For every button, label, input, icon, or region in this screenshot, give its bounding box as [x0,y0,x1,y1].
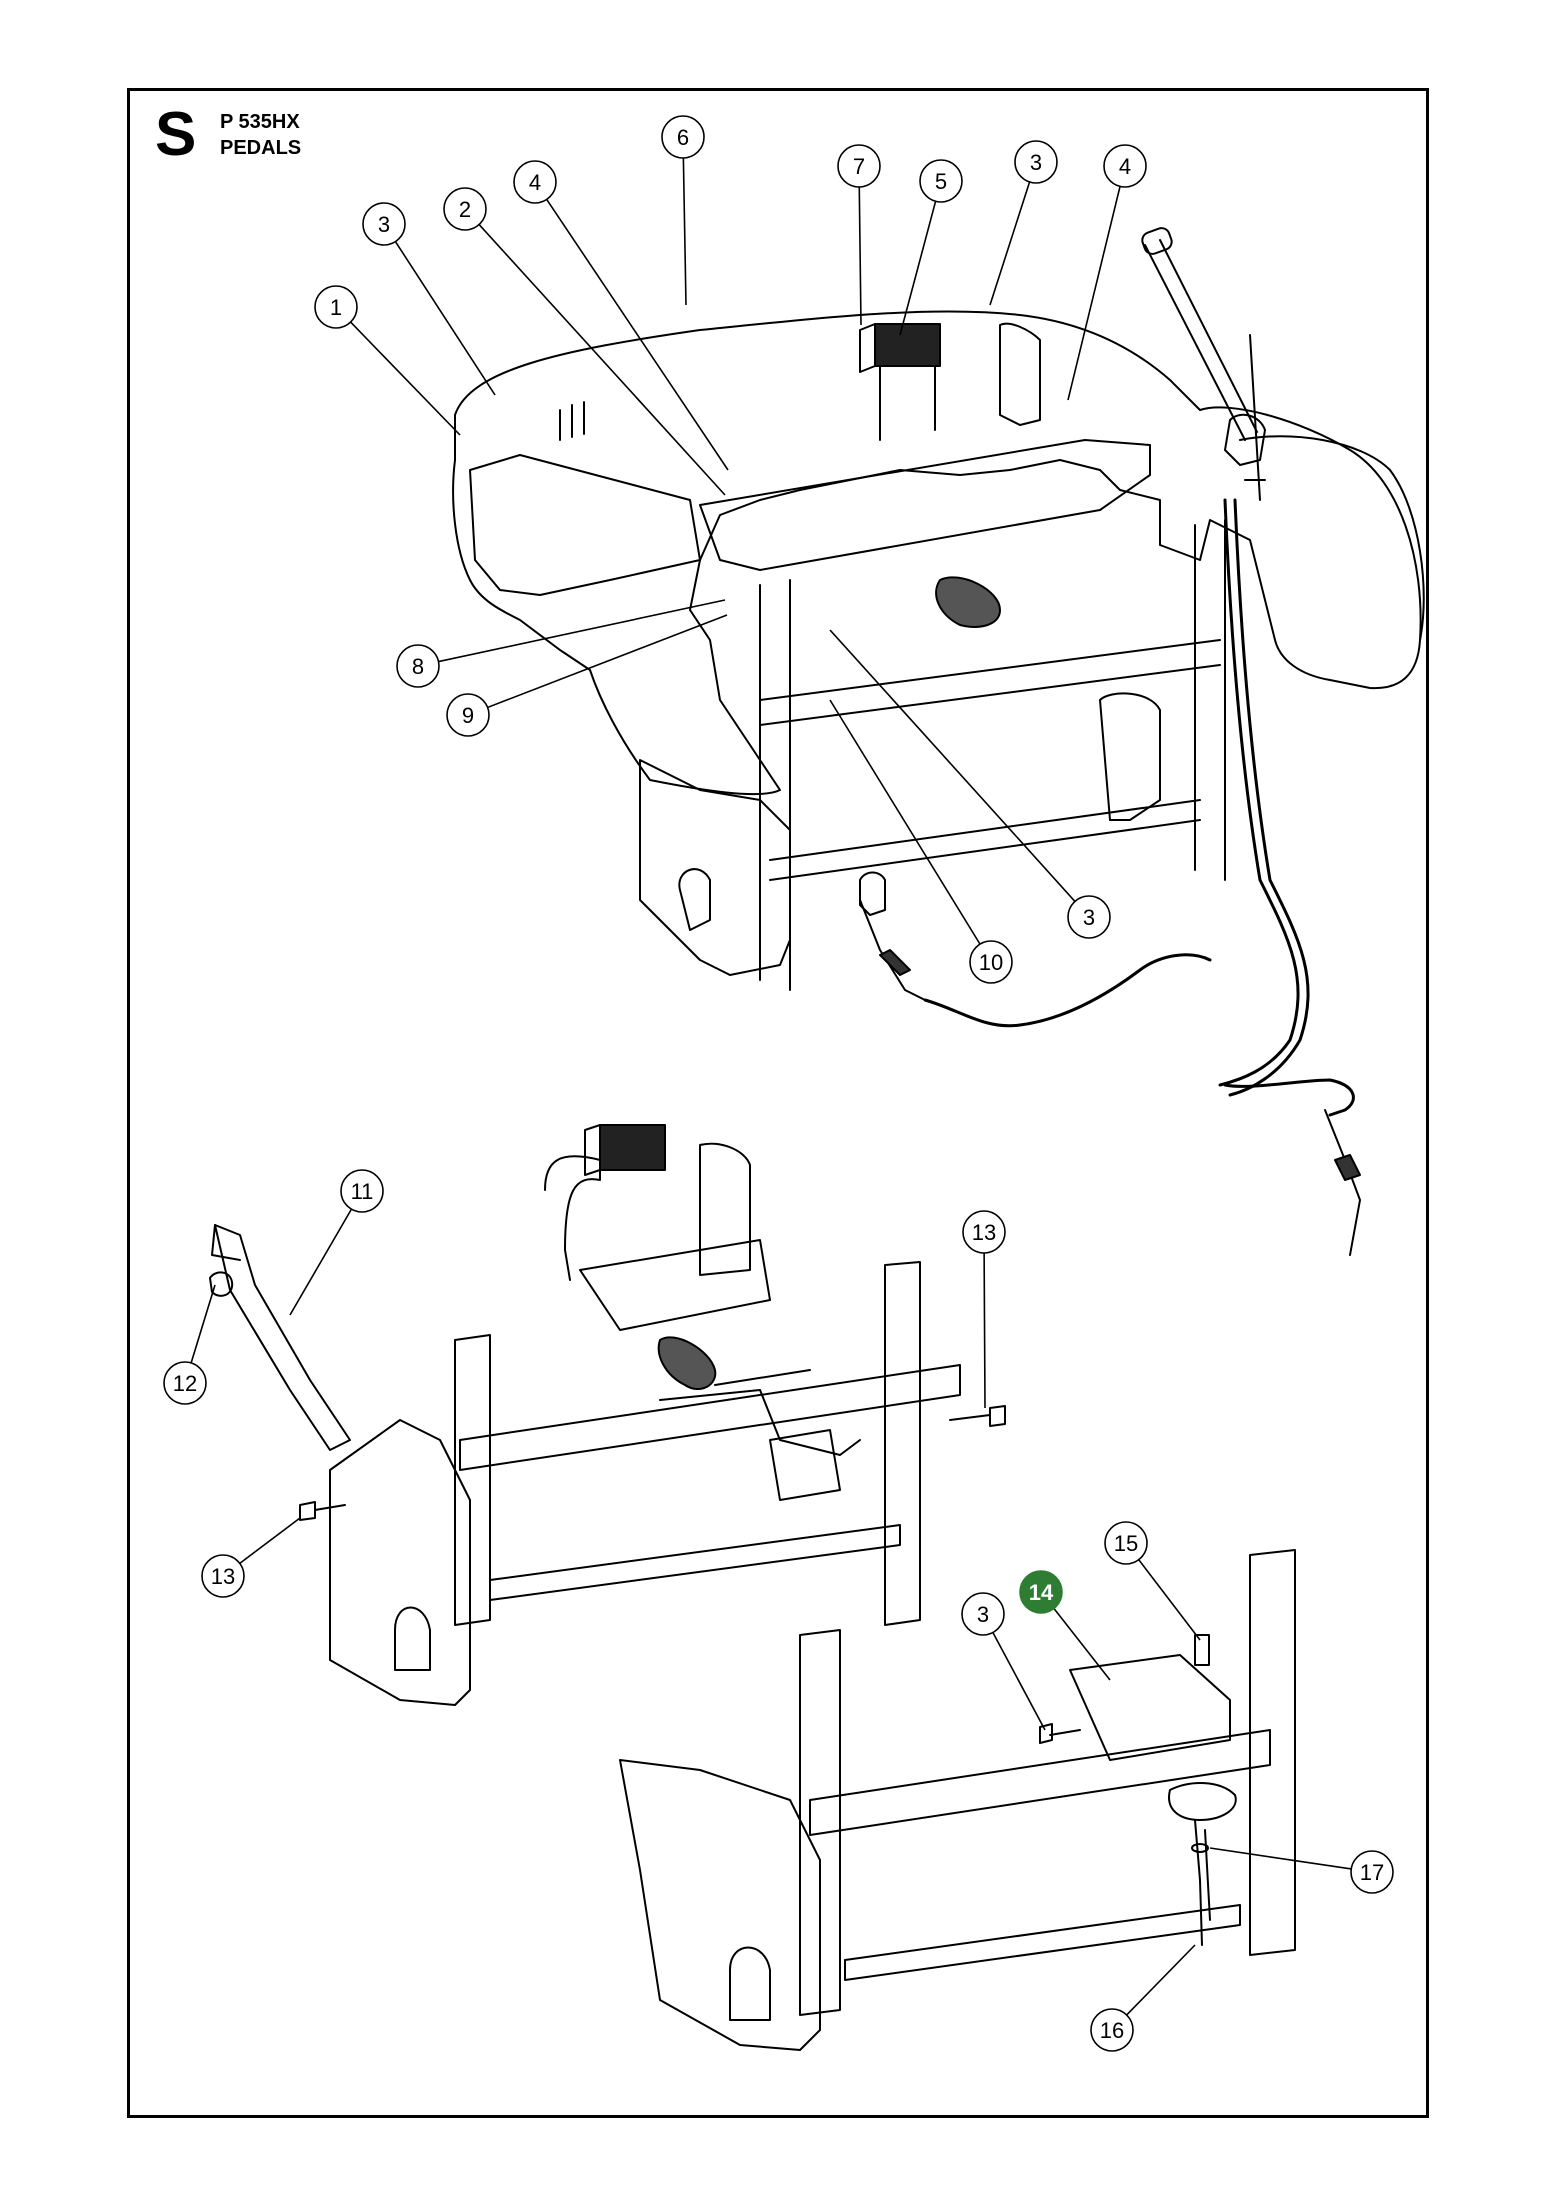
callout-number: 8 [412,654,424,679]
callout-circle [362,202,406,246]
callout: 4 [513,160,729,471]
callout-circle [1090,2008,1134,2052]
callout-circle [837,144,881,188]
callout: 17 [1209,1847,1394,1894]
callout-number: 13 [972,1220,996,1245]
callout-number: 6 [677,125,689,150]
callout-circle [919,159,963,203]
callout-leader-line [239,1517,301,1565]
pedal-frame-assembly [209,1124,1006,1706]
diagram-title: PEDALS [220,137,302,159]
model-name: P 535HX [220,111,300,133]
callout-leader-line [289,1208,353,1316]
callout: 3 [961,1592,1046,1731]
callout: 5 [899,159,963,336]
callout-circle [1104,1521,1148,1565]
callout-leader-line [899,201,937,336]
callout: 3 [829,629,1111,939]
callout-circle [1103,144,1147,188]
callout-number: 2 [459,197,471,222]
callout-number: 14 [1029,1580,1054,1605]
callout-number: 17 [1360,1860,1384,1885]
callout-circle [201,1554,245,1598]
callout-number: 4 [1119,154,1131,179]
callout-number: 9 [462,703,474,728]
footrest-cover-assembly [452,227,1425,1256]
callout-circle [513,160,557,204]
callout-leader-line [1053,1608,1111,1681]
section-letter: S [155,100,197,169]
callout-number: 11 [351,1179,374,1204]
callout-leader-line [438,599,726,663]
callout-leader-line [487,614,728,709]
callout-leader-line [478,224,726,496]
callout-circle [661,115,705,159]
callout: 4 [1067,144,1147,401]
callout-leader-line [992,1632,1046,1731]
callout: 7 [837,144,881,326]
callout: 1 [314,285,461,436]
callout-number: 3 [977,1602,989,1627]
callout-circle [314,285,358,329]
frame-detail-assembly [619,1549,1296,2051]
callout: 16 [1090,1944,1196,2052]
callout-circle [340,1169,384,1213]
callout-leader-line [989,181,1031,306]
callout-number: 12 [173,1371,197,1396]
callout-leader-line [350,321,461,436]
callout: 9 [446,614,728,737]
callout-circle [962,1210,1006,1254]
callout-circle [443,187,487,231]
callout-circle [1014,140,1058,184]
callout: 3 [989,140,1058,306]
callout-circle [1350,1850,1394,1894]
callout-leader-line [983,1252,986,1409]
callout-leader-line [829,699,981,945]
diagram-frame [127,88,1429,2118]
callout-leader-line [190,1284,216,1364]
callout: 10 [829,699,1013,984]
callout-leader-line [1138,1559,1201,1641]
callout-highlighted: 14 [1019,1570,1111,1681]
callout-number: 13 [211,1564,235,1589]
callout-circle [396,644,440,688]
callout-number: 1 [330,295,342,320]
callout: 6 [661,115,705,306]
callout-number: 5 [935,169,947,194]
callout-circle [1019,1570,1063,1614]
callout-circle [969,940,1013,984]
callout: 12 [163,1284,216,1405]
callout-number: 15 [1114,1531,1138,1556]
callout-circle [446,693,490,737]
callout-number: 16 [1100,2018,1124,2043]
callout-number: 3 [378,212,390,237]
callout-leader-line [829,629,1076,902]
callout: 8 [396,599,726,688]
callout-circle [1067,895,1111,939]
callout-leader-line [394,241,496,396]
callout-number: 7 [853,154,865,179]
callout-leader-line [1126,1944,1196,2016]
callout-number: 4 [529,170,541,195]
callout-leader-line [682,157,687,306]
callout: 2 [443,187,726,496]
callout: 11 [289,1169,384,1316]
callout-leader-line [858,186,862,326]
callout-circle [163,1361,207,1405]
callout: 13 [201,1517,301,1598]
callout-leader-line [1067,186,1121,401]
callout: 3 [362,202,496,396]
callout-number: 10 [979,950,1003,975]
callout: 13 [962,1210,1006,1409]
callout-number: 3 [1030,150,1042,175]
callout-leader-line [546,198,729,471]
callout-circle [961,1592,1005,1636]
callout-number: 3 [1083,905,1095,930]
callout: 15 [1104,1521,1201,1641]
callout-leader-line [1209,1847,1352,1870]
